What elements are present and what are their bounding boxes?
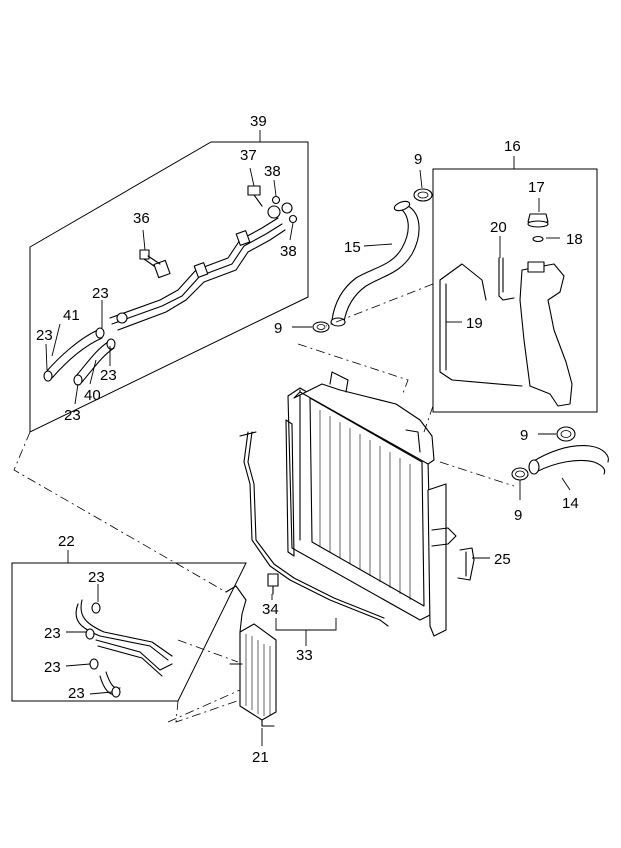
lower-radiator-hose-14: [528, 445, 609, 475]
clamp-9-mid: [312, 321, 330, 333]
label-14: 14: [562, 495, 579, 512]
fitting-34: [267, 573, 279, 595]
label-39: 39: [250, 113, 267, 130]
leader-lines: [45, 167, 571, 746]
label-9-mid: 9: [274, 320, 282, 337]
label-41: 41: [63, 307, 80, 324]
label-34: 34: [262, 601, 279, 618]
phantom-lines: [13, 283, 515, 723]
oil-line-assembly: [109, 202, 293, 331]
label-25: 25: [494, 551, 511, 568]
bracket-19: [439, 263, 523, 387]
label-23-3: 23: [100, 367, 117, 384]
label-23-1: 23: [92, 285, 109, 302]
upper-radiator-hose-15: [330, 200, 420, 327]
washer-38a: [271, 195, 281, 205]
washer-38b: [288, 214, 298, 224]
label-36: 36: [133, 210, 150, 227]
label-38b: 38: [280, 243, 297, 260]
label-23-5: 23: [88, 569, 105, 586]
bolt-36: [139, 249, 161, 267]
bolt-37: [247, 185, 263, 207]
gasket-18: [532, 235, 544, 243]
label-23-7: 23: [44, 659, 61, 676]
label-17: 17: [528, 179, 545, 196]
label-9-top: 9: [414, 151, 422, 168]
kit-39-frame: [29, 130, 309, 433]
label-21: 21: [252, 749, 269, 766]
oil-cooler-21: [225, 585, 277, 727]
label-23-8: 23: [68, 685, 85, 702]
hose-40: [73, 338, 116, 386]
radiator-assembly: [285, 371, 457, 637]
clamp-9-lower-right: [511, 467, 529, 481]
radiator-core-fins: [319, 410, 411, 600]
clamp-9-upper-right: [556, 426, 576, 442]
callout-labels: 39 37 38 38 36 23 41 23 23 40 23 9 15 9 …: [36, 113, 583, 766]
clip-20: [498, 257, 515, 301]
label-20: 20: [490, 219, 507, 236]
label-23-2: 23: [36, 327, 53, 344]
hose-41: [43, 327, 105, 382]
label-9-right-bottom: 9: [514, 507, 522, 524]
label-22: 22: [58, 533, 75, 550]
label-18: 18: [566, 231, 583, 248]
reservoir-16-frame: [432, 156, 598, 413]
label-19: 19: [466, 315, 483, 332]
label-9-right-top: 9: [520, 427, 528, 444]
reservoir-tank: [519, 261, 573, 407]
label-23-6: 23: [44, 625, 61, 642]
label-23-4: 23: [64, 407, 81, 424]
ac-pipe-33: [239, 431, 389, 627]
label-16: 16: [504, 138, 521, 155]
cap-17: [527, 213, 549, 228]
bracket-25: [457, 547, 475, 581]
label-33: 33: [296, 647, 313, 664]
label-40: 40: [84, 387, 101, 404]
cooler-line-assembly: [75, 599, 173, 698]
label-37: 37: [240, 147, 257, 164]
clamp-9-top: [413, 188, 433, 202]
label-15: 15: [344, 239, 361, 256]
label-38a: 38: [264, 163, 281, 180]
